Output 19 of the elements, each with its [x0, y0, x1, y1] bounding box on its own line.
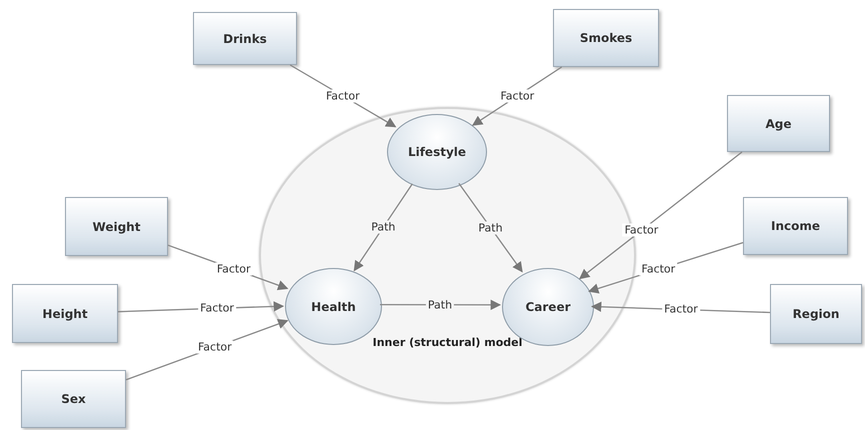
edge-label: Factor — [214, 262, 252, 276]
indicator-box: Age — [727, 95, 830, 152]
edge-label: Factor — [662, 302, 700, 316]
indicator-box: Income — [743, 197, 848, 255]
edge-label: Factor — [640, 262, 678, 276]
arrow — [579, 151, 742, 280]
construct-ellipse: Lifestyle — [387, 114, 487, 190]
model-label: Inner (structural) model — [372, 336, 524, 349]
indicator-box: Drinks — [193, 12, 297, 65]
indicator-box: Region — [770, 284, 862, 344]
edge-label: Path — [426, 298, 454, 312]
indicator-box: Weight — [65, 197, 168, 256]
edge-label: Factor — [622, 224, 660, 237]
edge-label: Factor — [196, 340, 234, 354]
edge-label: Path — [369, 220, 398, 234]
edge-label: Factor — [198, 302, 236, 315]
indicator-box: Smokes — [553, 9, 659, 67]
indicator-box: Sex — [21, 370, 126, 428]
indicator-box: Height — [12, 284, 118, 343]
